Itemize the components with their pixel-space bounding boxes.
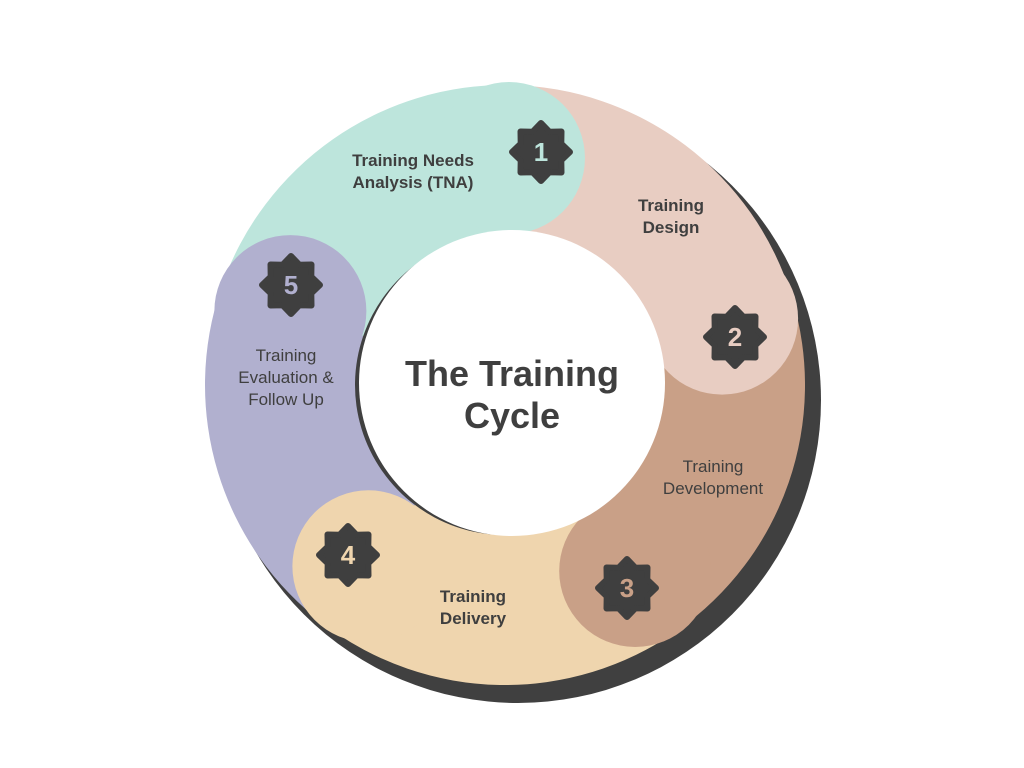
stage-2-label-line: Design xyxy=(642,218,700,237)
stage-1-label-line: Training Needs xyxy=(352,151,474,170)
stage-1-badge: 1 xyxy=(509,120,573,184)
stage-4-label-line: Delivery xyxy=(439,609,507,628)
stage-5-label: Training Evaluation & Follow Up xyxy=(238,345,333,411)
stage-2-badge: 2 xyxy=(703,305,767,369)
stage-2-label: Training Design xyxy=(638,195,704,239)
diagram-title: The Training Cycle xyxy=(405,353,619,437)
stage-5-label-line: Training xyxy=(255,346,317,365)
center-circle xyxy=(359,230,665,536)
stage-1-label-line: Analysis (TNA) xyxy=(352,173,474,192)
title-line-2: Cycle xyxy=(463,395,561,436)
stage-4-label-line: Training xyxy=(439,587,507,606)
badge-number: 2 xyxy=(728,322,742,352)
badge-star-icon xyxy=(259,253,323,317)
stage-4-badge: 4 xyxy=(316,523,380,587)
badge-number: 4 xyxy=(341,540,356,570)
badge-number: 5 xyxy=(284,270,298,300)
badge-number: 1 xyxy=(534,137,548,167)
stage-5-badge: 5 xyxy=(259,253,323,317)
badge-star-icon xyxy=(595,556,659,620)
badge-star-icon xyxy=(509,120,573,184)
stage-2-label-line: Training xyxy=(637,196,705,215)
stage-3-label-line: Development xyxy=(662,479,764,498)
badge-star-icon xyxy=(703,305,767,369)
stage-5-label-line: Evaluation & xyxy=(238,368,334,387)
stage-5-label-line: Follow Up xyxy=(248,390,324,409)
stage-3-badge: 3 xyxy=(595,556,659,620)
stage-3-label: Training Development xyxy=(663,456,763,500)
stage-1-label: Training Needs Analysis (TNA) xyxy=(352,150,474,194)
stage-4-label: Training Delivery xyxy=(440,586,506,630)
stage-1-segment-cap xyxy=(432,82,585,235)
badge-number: 3 xyxy=(620,573,634,603)
title-line-1: The Training xyxy=(404,353,620,394)
badge-star-icon xyxy=(316,523,380,587)
stage-3-label-line: Training xyxy=(682,457,744,476)
